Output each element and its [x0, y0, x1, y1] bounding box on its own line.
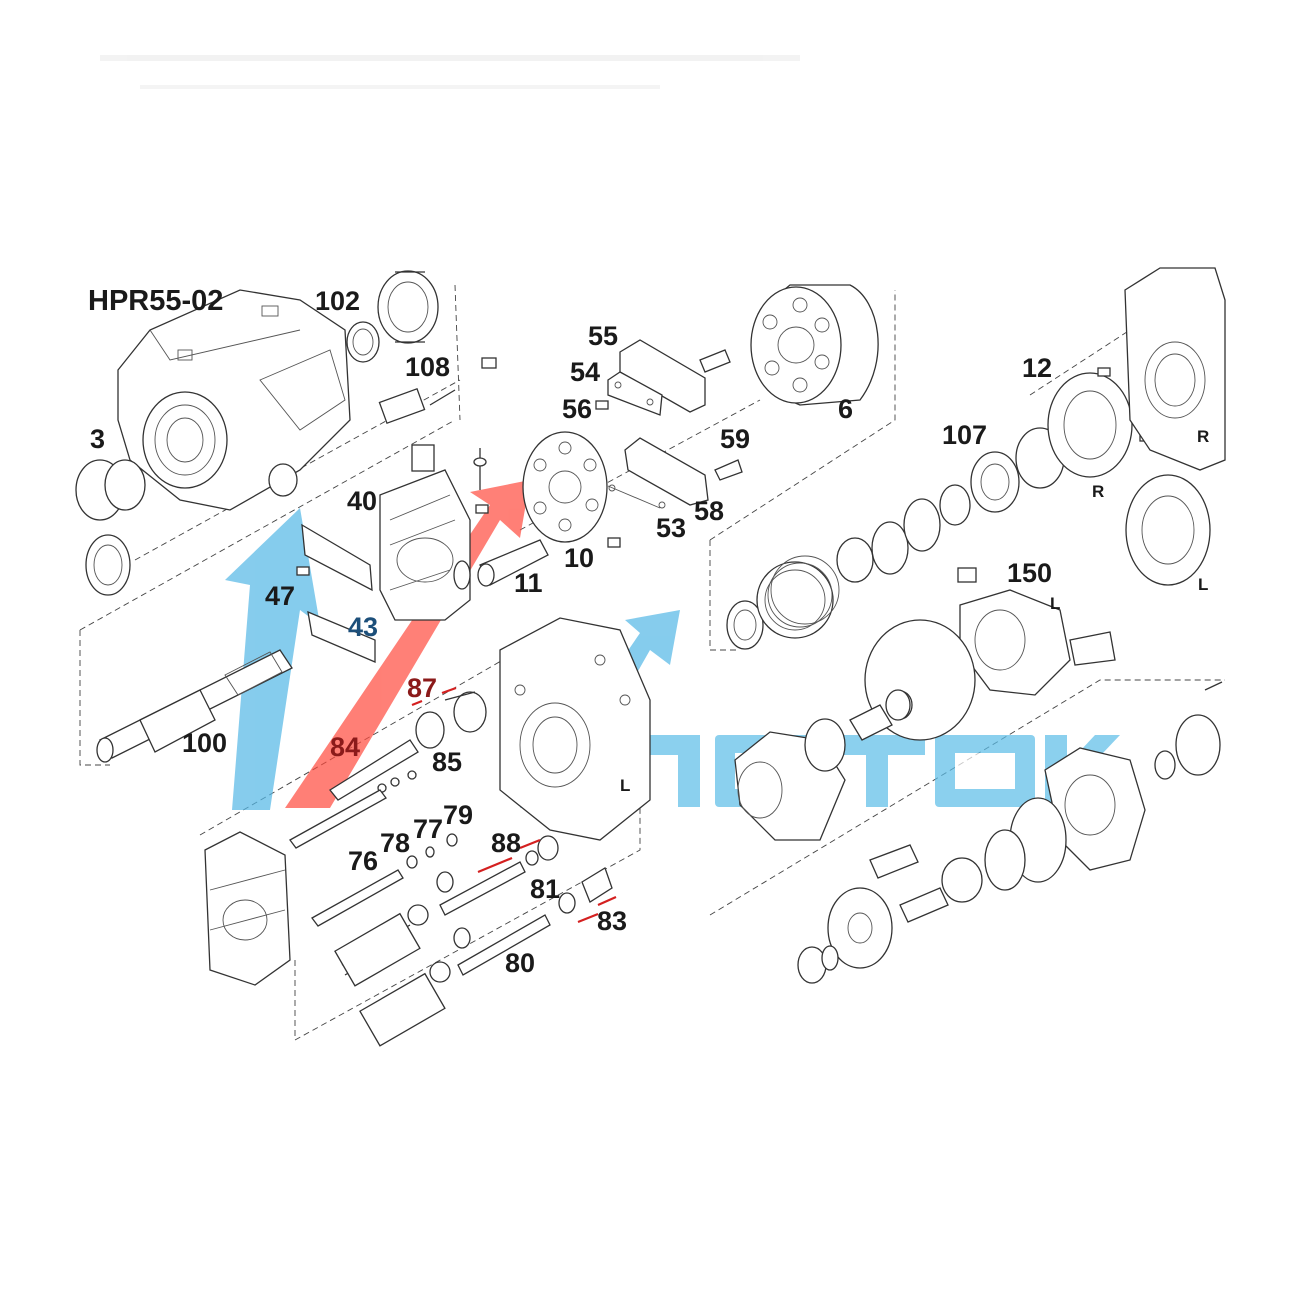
- part-85-ring: [415, 711, 445, 749]
- label-88: 88: [491, 828, 521, 858]
- part-76-pin: [311, 869, 404, 927]
- label-56: 56: [562, 394, 592, 424]
- small-screws: [296, 357, 497, 576]
- label-59: 59: [720, 424, 750, 454]
- label-3: 3: [90, 424, 105, 454]
- label-150: 150: [1007, 558, 1052, 588]
- screw-top: [699, 349, 731, 373]
- label-83: 83: [597, 906, 627, 936]
- label-47: 47: [265, 581, 295, 611]
- label-78: 78: [380, 828, 410, 858]
- gear-pump-exploded: [797, 681, 1223, 984]
- part-88-spool: [439, 835, 559, 916]
- label-77: 77: [413, 814, 443, 844]
- label-53: 53: [656, 513, 686, 543]
- part-81-ring: [558, 892, 576, 914]
- rear-housing: [1124, 267, 1226, 471]
- part-labels: HPR55-02 102 108 3 40 47 43 100 55 54 56…: [88, 285, 1209, 978]
- part-54-plate: [607, 371, 663, 416]
- label-81: 81: [530, 874, 560, 904]
- label-76: 76: [348, 846, 378, 876]
- part-11-piston: [477, 539, 549, 587]
- label-6: 6: [838, 394, 853, 424]
- part-100-drive-shaft: [96, 649, 293, 763]
- label-107: 107: [942, 420, 987, 450]
- valve-plate-L: [1125, 474, 1211, 586]
- regulator-cover: [204, 831, 291, 986]
- side-label-R1: R: [1197, 427, 1209, 446]
- label-43: 43: [348, 612, 378, 642]
- side-label-L1: L: [1198, 575, 1208, 594]
- label-40: 40: [347, 486, 377, 516]
- mounting-flange: [734, 689, 911, 841]
- label-55: 55: [588, 321, 618, 351]
- part-47-shoe: [301, 523, 373, 592]
- label-80: 80: [505, 948, 535, 978]
- part-53-retainer: [607, 437, 709, 509]
- part-83-plug: [581, 867, 613, 903]
- part-long-pin: [289, 789, 387, 849]
- label-100: 100: [182, 728, 227, 758]
- regulator-housing: [499, 617, 651, 841]
- side-label-L2: L: [1050, 594, 1060, 613]
- label-85: 85: [432, 747, 462, 777]
- part-6-cylinder-block: [750, 284, 879, 406]
- part-107-bearing: [970, 451, 1020, 513]
- side-label-L3: L: [620, 776, 630, 795]
- springs-bottom: [334, 904, 451, 1047]
- part-10-valve-plate: [522, 431, 621, 548]
- label-12: 12: [1022, 353, 1052, 383]
- diagram-title: HPR55-02: [88, 285, 223, 317]
- part-84-spool: [329, 739, 419, 801]
- label-79: 79: [443, 800, 473, 830]
- spring-assembly: [726, 484, 971, 650]
- pump-housing: [117, 289, 351, 511]
- part-80-spool: [436, 871, 551, 976]
- label-108: 108: [405, 352, 450, 382]
- part-56-pin: [595, 400, 609, 410]
- part-3-rings: [75, 459, 146, 596]
- part-87-sleeve: [444, 691, 487, 733]
- label-58: 58: [694, 496, 724, 526]
- red-seal-marks: [411, 686, 617, 924]
- label-10: 10: [564, 543, 594, 573]
- part-102-bearing: [377, 270, 439, 344]
- label-11: 11: [514, 568, 543, 598]
- part-78-79-seals: [406, 833, 458, 869]
- label-84: 84: [330, 732, 360, 762]
- label-87: 87: [407, 673, 437, 703]
- scan-artifacts: [100, 55, 800, 89]
- part-108-ring: [346, 321, 380, 363]
- part-40-swash-plate: [379, 469, 471, 621]
- side-label-R2: R: [1092, 482, 1104, 501]
- part-59-screw: [714, 459, 743, 481]
- label-102: 102: [315, 286, 360, 316]
- label-54: 54: [570, 357, 600, 387]
- part-43-shoe: [307, 610, 376, 663]
